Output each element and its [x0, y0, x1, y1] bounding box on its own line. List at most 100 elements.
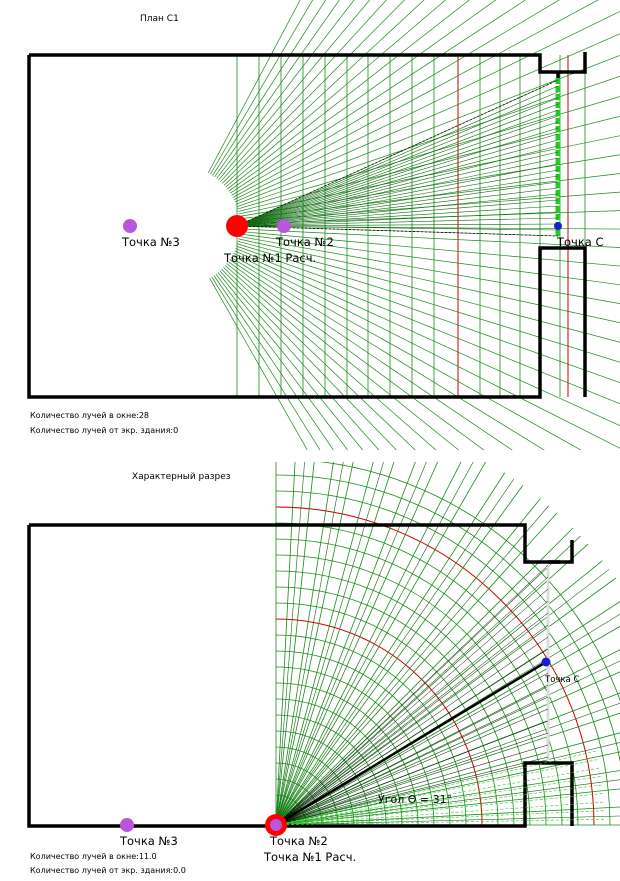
- plan-grid-ray: [239, 231, 620, 267]
- section-grid-ray: [275, 462, 374, 826]
- section-low-ray: [275, 758, 600, 826]
- plan-ray: [236, 205, 559, 227]
- plan-grid-ray: [238, 135, 620, 215]
- section-ray: [275, 744, 549, 826]
- section-grid-ray: [275, 462, 305, 826]
- section-grid-ray: [275, 462, 474, 826]
- section-point3-marker[interactable]: [120, 818, 134, 832]
- plan-grid-ray: [232, 254, 582, 450]
- plan-window-rays: Количество лучей в окне:28: [30, 411, 149, 420]
- plan-grid-ray: [238, 238, 620, 324]
- plan-ray: [236, 121, 559, 227]
- section-grid-ray: [275, 484, 524, 826]
- section-grid-ray: [275, 462, 439, 826]
- section-low-ray: [275, 801, 606, 826]
- section-point3-label: Точка №3: [119, 834, 178, 848]
- plan-point3-marker[interactable]: [123, 219, 137, 233]
- section-angle-label: Угол Θ = 31°: [378, 793, 452, 806]
- section-grid-ray: [275, 472, 506, 826]
- section-grid-ray: [275, 649, 620, 826]
- section-grid-ray: [275, 527, 574, 826]
- section-grid-ray: [275, 779, 620, 826]
- section-pointc-label: Точка С: [544, 675, 579, 685]
- plan-grid-ray: [235, 248, 620, 405]
- section-ray: [275, 720, 549, 826]
- plan-ray: [236, 139, 559, 227]
- section-walls: [27, 523, 574, 828]
- plan-grid-ray: [233, 11, 620, 201]
- section-grid-ray: [275, 569, 610, 826]
- plan-ray: [236, 145, 559, 227]
- section-ray: [275, 624, 549, 826]
- plan-ray: [236, 97, 559, 227]
- section-grid-ray: [275, 462, 344, 826]
- plan-grid-ray: [230, 257, 545, 450]
- plan-shading-rays: Количество лучей от экр. здания:0: [30, 426, 178, 435]
- section-title: Характерный разрез: [132, 472, 231, 482]
- section-grid-ray: [275, 543, 589, 826]
- section-grid-ray: [275, 742, 620, 826]
- section-point1-label: Точка №1 Расч.: [263, 850, 356, 864]
- section-grid-ray: [275, 462, 462, 826]
- plan-grid-ray: [237, 243, 620, 363]
- plan-grid-ray: [215, 273, 349, 450]
- section-center-ray: [275, 660, 547, 827]
- section-grid-ray: [275, 462, 427, 826]
- section-grid-ray: [275, 505, 549, 826]
- plan-grid-ray: [235, 54, 620, 205]
- plan-ray: [236, 91, 559, 227]
- section-ray: [275, 636, 549, 826]
- section-grid-ray: [275, 671, 620, 826]
- plan-grid: [207, 0, 620, 450]
- plan-grid-ray: [217, 272, 364, 450]
- section-ray: [275, 648, 549, 826]
- plan-ray: [236, 127, 559, 227]
- plan-grid-ray: [214, 0, 340, 178]
- plan-grid-ray: [228, 261, 485, 450]
- plan-point1-marker[interactable]: [226, 215, 248, 237]
- plan-grid-ray: [239, 210, 620, 225]
- plan-point3-label: Точка №3: [121, 235, 180, 249]
- section-low-ray: [275, 793, 605, 826]
- section-ray: [275, 708, 549, 826]
- section-ray: [275, 732, 549, 826]
- plan-grid-ray: [226, 263, 460, 450]
- plan-title: План С1: [140, 14, 179, 24]
- plan-grid-ray: [207, 0, 301, 174]
- section-low-ray: [275, 775, 603, 826]
- plan-grid-ray: [212, 0, 327, 176]
- section-point2-marker[interactable]: [270, 819, 282, 831]
- section-grid-ray: [275, 577, 617, 826]
- section-grid-ray: [275, 806, 620, 826]
- section-ray: [275, 672, 549, 826]
- plan-ray: [236, 169, 559, 227]
- plan-pointc-marker[interactable]: [554, 222, 562, 230]
- plan-ray: [236, 133, 559, 227]
- plan-grid-ray: [231, 0, 560, 196]
- plan-ray: [236, 175, 559, 227]
- plan-grid-ray: [229, 259, 513, 450]
- plan-grid-ray: [234, 33, 620, 203]
- section-point2-label: Точка №2: [269, 834, 328, 848]
- section-low-ray: [275, 750, 598, 826]
- plan-point2-marker[interactable]: [277, 219, 291, 233]
- plan-grid-ray: [211, 276, 321, 450]
- plan-grid-ray: [230, 0, 527, 194]
- section-low-ray: [275, 810, 606, 826]
- plan-ray: [236, 103, 559, 227]
- section-ray: [275, 576, 549, 826]
- plan-grid-ray: [209, 277, 308, 450]
- plan-grid-ray: [223, 267, 416, 450]
- plan-grid-ray: [213, 275, 334, 450]
- section-grid-ray: [275, 751, 620, 826]
- section-ray: [275, 696, 549, 826]
- plan-grid-ray: [237, 240, 620, 343]
- plan-ray: [236, 85, 559, 227]
- plan-grid-ray: [228, 0, 497, 192]
- plan-grid-ray: [219, 270, 380, 450]
- plan-grid-ray: [236, 75, 620, 207]
- section-grid-ray: [275, 702, 620, 826]
- section-ray: [275, 612, 549, 826]
- section-pointc-marker[interactable]: [541, 657, 551, 667]
